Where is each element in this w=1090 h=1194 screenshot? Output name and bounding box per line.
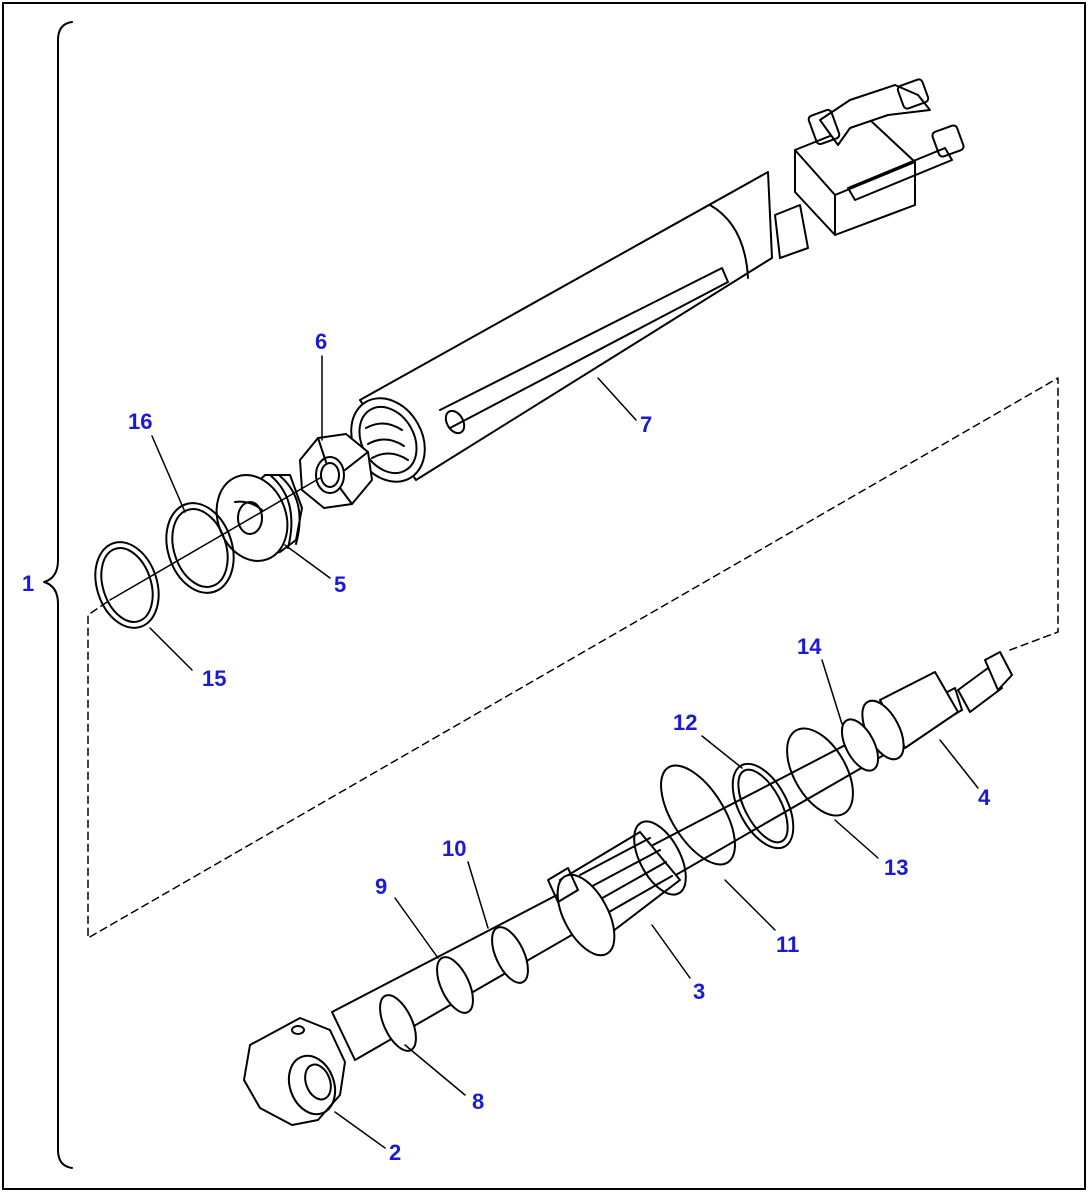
callout-6: 6 (315, 329, 328, 354)
callout-9: 9 (375, 874, 388, 899)
callout-16: 16 (128, 409, 153, 434)
callout-3: 3 (693, 979, 706, 1004)
callout-11: 11 (776, 932, 800, 957)
callout-13: 13 (884, 855, 909, 880)
piston-rod-drawing (331, 651, 1013, 1061)
cylinder-tube-drawing (350, 171, 773, 483)
callout-12: 12 (673, 710, 698, 735)
callout-4: 4 (978, 785, 991, 810)
snap-ring-drawing (94, 541, 160, 629)
piston-drawing (547, 820, 687, 957)
valve-block-drawing (774, 78, 965, 259)
callout-14: 14 (797, 634, 822, 659)
callout-5: 5 (334, 572, 347, 597)
nut-drawing (299, 433, 373, 509)
callout-8: 8 (472, 1089, 485, 1114)
seal-ring-drawing (165, 502, 235, 594)
callout-2: 2 (389, 1140, 402, 1165)
assembly-brace (43, 21, 73, 1169)
callout-7: 7 (640, 412, 653, 437)
rod-end-eye-drawing (243, 1017, 346, 1126)
center-line (109, 477, 321, 601)
callout-1: 1 (22, 571, 35, 596)
phantom-line (87, 377, 1059, 939)
leader-lines (149, 355, 979, 1149)
callout-10: 10 (442, 836, 467, 861)
callout-15: 15 (202, 666, 227, 691)
